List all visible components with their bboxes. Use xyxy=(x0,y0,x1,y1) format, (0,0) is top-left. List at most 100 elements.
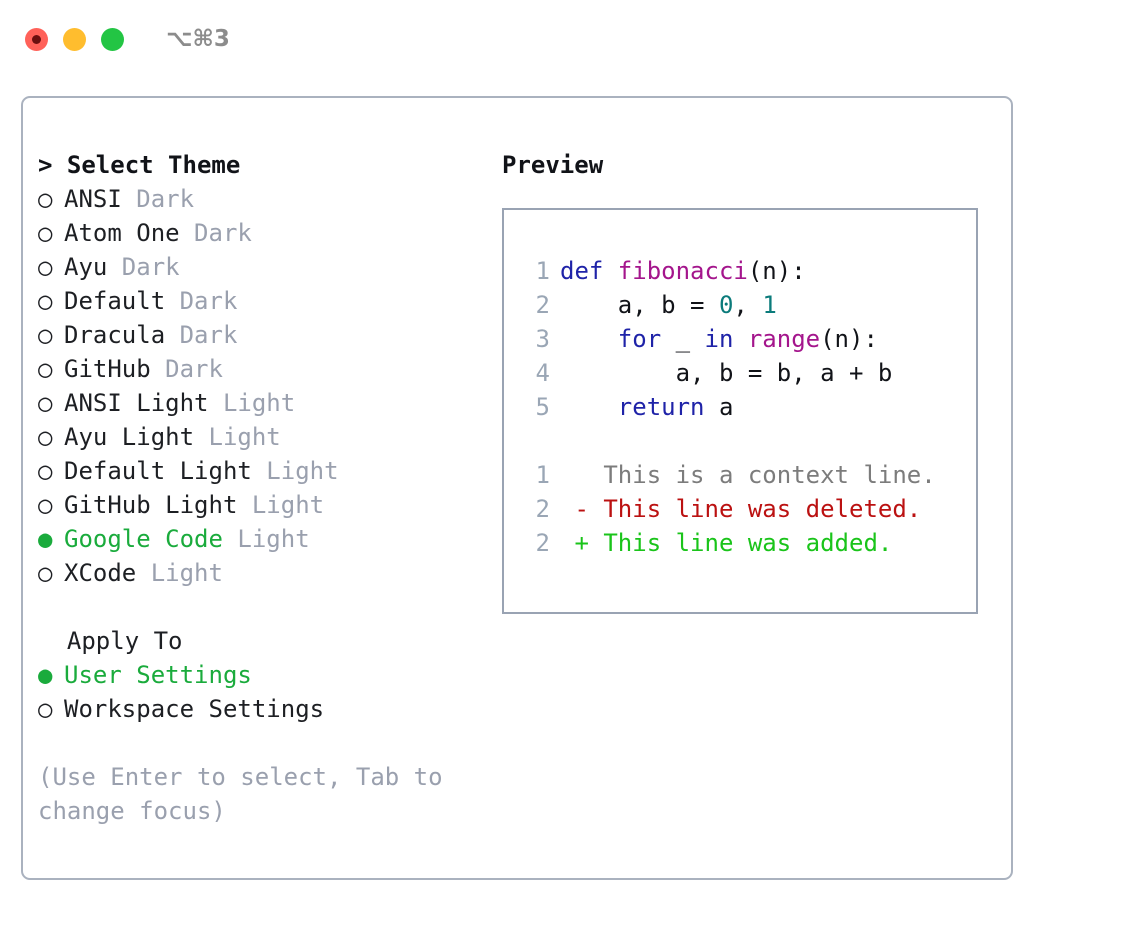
radio-unselected-icon: ○ xyxy=(38,321,53,349)
theme-list-column: > Select Theme ○ANSI Dark○Atom One Dark○… xyxy=(38,148,498,828)
diff-sign xyxy=(560,461,603,489)
theme-option-category: Dark xyxy=(179,219,252,247)
theme-option-ansi[interactable]: ○ANSI Dark xyxy=(38,182,498,216)
theme-option-name: ANSI Light xyxy=(64,389,209,417)
theme-option-ayu[interactable]: ○ Ayu Dark xyxy=(38,250,498,284)
theme-option-category: Dark xyxy=(107,253,180,281)
theme-option-name: XCode xyxy=(64,559,137,587)
theme-option-default-light[interactable]: ○ Default Light Light xyxy=(38,454,498,488)
traffic-lights xyxy=(25,27,124,51)
radio-unselected-icon: ○ xyxy=(38,185,53,213)
apply-to-option-user-settings[interactable]: ● User Settings xyxy=(38,658,498,692)
radio-unselected-icon: ○ xyxy=(38,695,53,723)
radio-selected-icon: ● xyxy=(38,525,53,553)
code-token-kw: return xyxy=(560,393,719,421)
theme-option-name: Ayu xyxy=(64,253,108,281)
preview-heading: Preview xyxy=(502,151,604,179)
theme-option-dracula[interactable]: ○Dracula Dark xyxy=(38,318,498,352)
code-token-num: 0 xyxy=(718,291,734,319)
line-number: 2 xyxy=(535,529,550,557)
code-token-kw: def xyxy=(560,257,618,285)
theme-option-default[interactable]: ○ Default Dark xyxy=(38,284,498,318)
apply-to-option-workspace-settings[interactable]: ○ Workspace Settings xyxy=(38,692,498,726)
code-token-plain: , xyxy=(733,291,763,319)
theme-option-category: Light xyxy=(251,457,339,485)
diff-sign: + xyxy=(560,529,604,557)
apply-to-option-name: Workspace Settings xyxy=(64,695,325,723)
maximize-window-button[interactable] xyxy=(101,27,124,51)
theme-option-name: Default xyxy=(64,287,166,315)
radio-unselected-icon: ○ xyxy=(38,355,53,383)
diff-sign: - xyxy=(560,495,604,523)
theme-option-category: Light xyxy=(136,559,223,587)
code-line: 3 for _ in range(n): xyxy=(522,322,936,356)
code-token-kw: for xyxy=(560,325,676,353)
code-token-num: 1 xyxy=(762,291,777,319)
theme-option-category: Light xyxy=(208,389,296,417)
theme-option-name: ANSI xyxy=(64,185,122,213)
code-line: 4 a, b = b, a + b xyxy=(522,356,936,390)
prompt-caret-icon: > xyxy=(38,151,53,179)
theme-option-category: Dark xyxy=(165,287,238,315)
code-token-plain: a, b = xyxy=(560,291,719,319)
minimize-window-button[interactable] xyxy=(63,27,86,51)
close-window-button[interactable] xyxy=(25,27,48,51)
theme-option-name: Ayu Light xyxy=(64,423,195,451)
theme-option-name: Atom One xyxy=(64,219,180,247)
apply-to-option-name: User Settings xyxy=(64,661,252,689)
radio-unselected-icon: ○ xyxy=(38,287,53,315)
theme-option-ansi-light[interactable]: ○ ANSI Light Light xyxy=(38,386,498,420)
keyboard-shortcut-label: ⌥⌘3 xyxy=(166,26,230,52)
title-bar: ⌥⌘3 xyxy=(0,0,1140,78)
diff-line: 1 This is a context line. xyxy=(522,458,936,492)
code-line: 5 return a xyxy=(522,390,936,424)
code-token-plain: (n): xyxy=(747,257,806,285)
radio-selected-icon: ● xyxy=(38,661,53,689)
theme-option-xcode[interactable]: ○XCode Light xyxy=(38,556,498,590)
theme-option-github[interactable]: ○GitHub Dark xyxy=(38,352,498,386)
code-token-plain: a, b = b, a + b xyxy=(560,359,893,387)
code-token-fn: fibonacci xyxy=(617,257,748,285)
theme-option-category: Light xyxy=(237,491,325,519)
line-number: 2 xyxy=(535,495,550,523)
close-icon xyxy=(32,34,41,44)
line-number: 5 xyxy=(535,393,550,421)
code-line: 1 def fibonacci(n): xyxy=(522,254,936,288)
radio-unselected-icon: ○ xyxy=(38,219,53,247)
theme-option-name: Default Light xyxy=(64,457,252,485)
theme-option-atom-one[interactable]: ○ Atom One Dark xyxy=(38,216,498,250)
apply-to-label: Apply To xyxy=(66,627,183,655)
line-number: 1 xyxy=(535,257,550,285)
theme-selector-panel: > Select Theme ○ANSI Dark○Atom One Dark○… xyxy=(21,96,1013,880)
apply-to-option-list: ● User Settings ○ Workspace Settings xyxy=(38,658,498,726)
diff-line: 2 + This line was added. xyxy=(522,526,936,560)
page-title: Select Theme xyxy=(66,151,241,179)
code-line: 2 a, b = 0, 1 xyxy=(522,288,936,322)
theme-option-category: Dark xyxy=(150,355,223,383)
theme-option-github-light[interactable]: ○GitHub Light Light xyxy=(38,488,498,522)
theme-option-list: ○ ANSI Dark ○ Atom One Dark ○ Ayu Dark ○ Defaul… xyxy=(38,182,498,590)
theme-option-ayu-light[interactable]: ○Ayu Light Light xyxy=(38,420,498,454)
theme-option-name: Google Code xyxy=(64,525,223,553)
radio-unselected-icon: ○ xyxy=(38,457,53,485)
diff-text: This is a context line. xyxy=(603,461,936,489)
radio-unselected-icon: ○ xyxy=(38,389,53,417)
theme-option-category: Light xyxy=(222,525,310,553)
code-token-kw: in xyxy=(704,325,748,353)
line-number: 1 xyxy=(535,461,550,489)
radio-unselected-icon: ○ xyxy=(38,253,53,281)
panel-columns: > Select Theme ○ANSI Dark○Atom One Dark○… xyxy=(23,98,1011,878)
radio-unselected-icon: ○ xyxy=(38,491,53,519)
theme-option-google-code[interactable]: ● Google Code Light xyxy=(38,522,498,556)
line-number: 3 xyxy=(535,325,550,353)
theme-list-heading: > Select Theme xyxy=(38,148,498,182)
line-number: 4 xyxy=(535,359,550,387)
radio-unselected-icon: ○ xyxy=(38,423,53,451)
keyboard-hint-text: (Use Enter to select, Tab to change focu… xyxy=(38,763,443,825)
code-token-plain: (n): xyxy=(820,325,878,353)
theme-option-name: Dracula xyxy=(64,321,166,349)
code-diff-spacer xyxy=(522,424,936,458)
